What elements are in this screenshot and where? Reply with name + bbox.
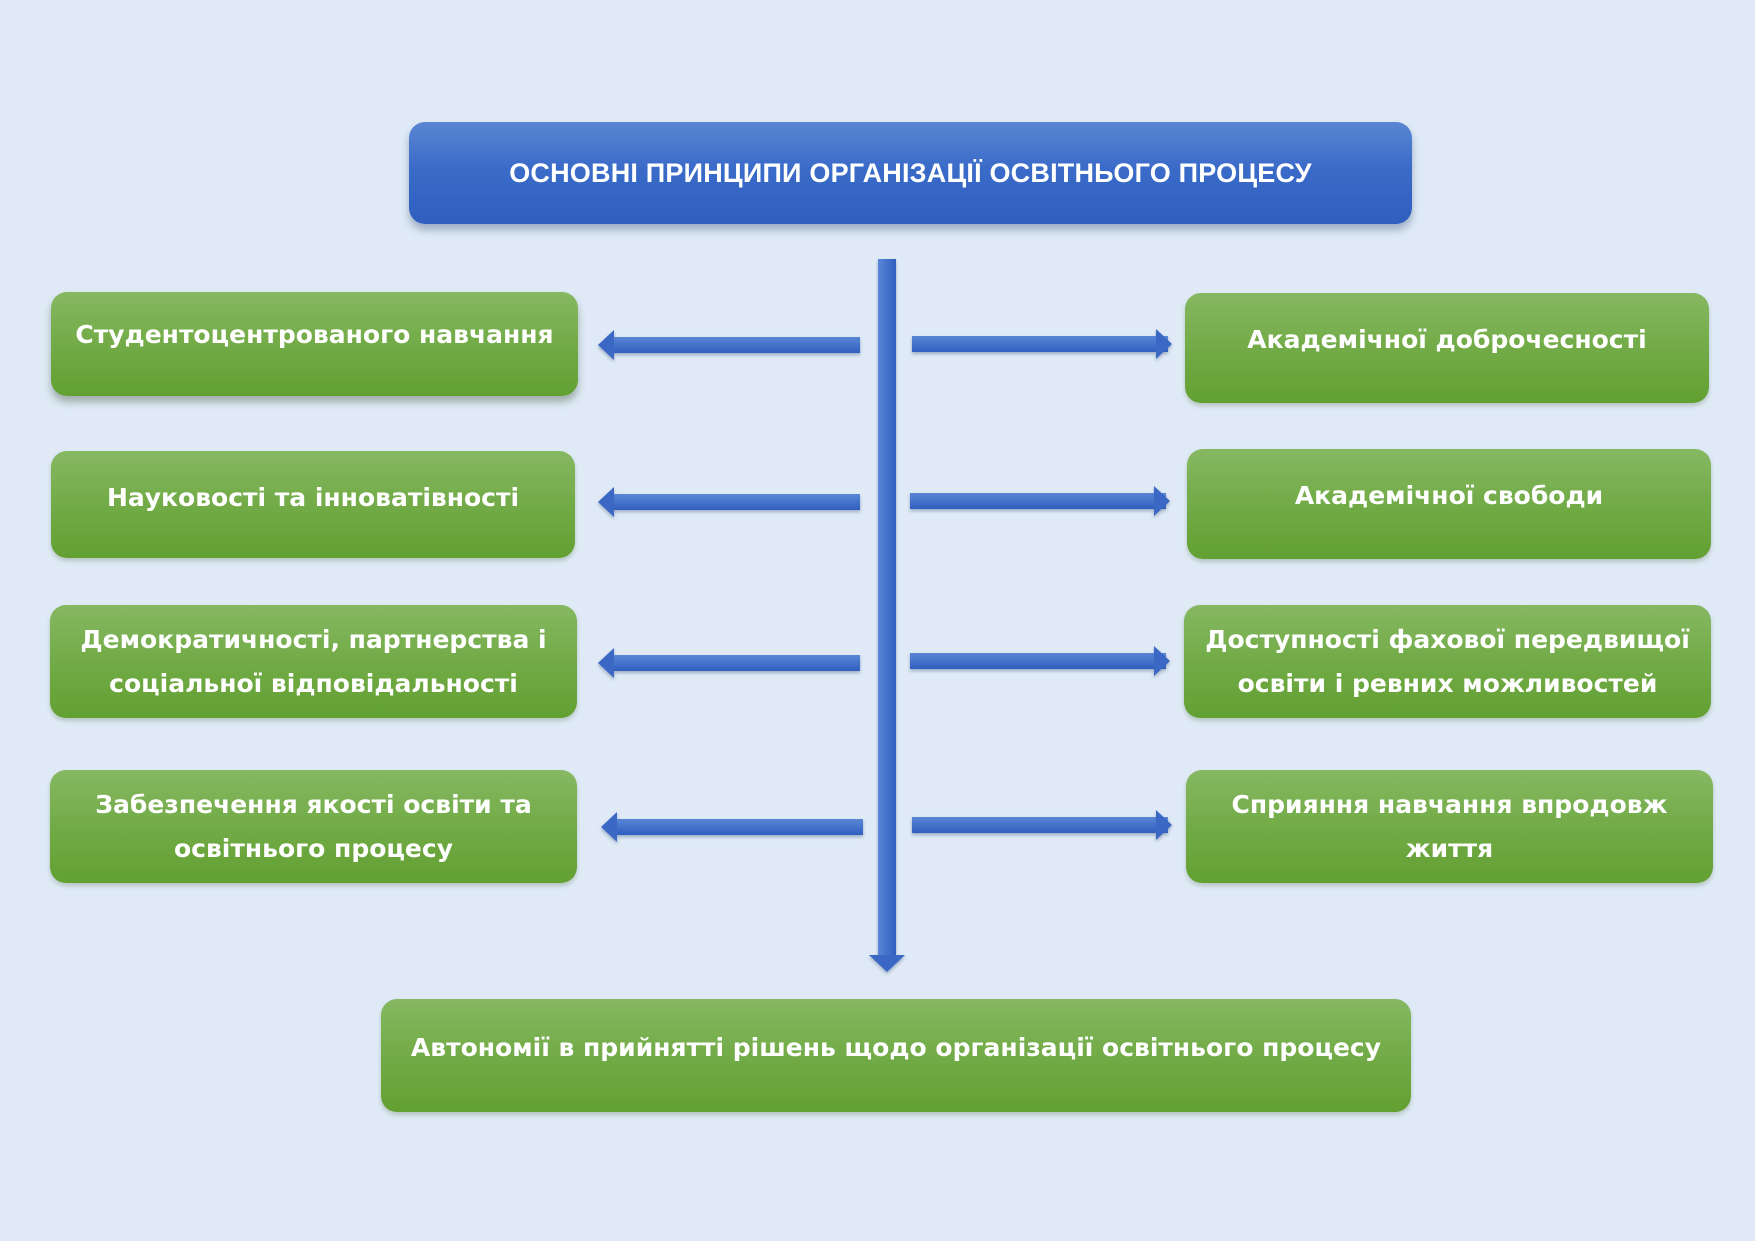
left-arrow-3 xyxy=(598,648,860,678)
vertical-arrow xyxy=(869,259,905,972)
left-arrow-2 xyxy=(598,487,860,517)
principle-label: Сприяння навчання впродовж життя xyxy=(1231,789,1668,863)
principle-box-right-3: Доступності фахової передвищої освіти і … xyxy=(1184,605,1711,718)
principle-label: Автономії в прийнятті рішень щодо органі… xyxy=(410,1032,1382,1062)
principle-label: Доступності фахової передвищої освіти і … xyxy=(1205,624,1690,698)
principle-label: Академічної доброчесності xyxy=(1247,325,1647,354)
right-arrow-3 xyxy=(910,646,1170,676)
principle-box-right-1: Академічної доброчесності xyxy=(1185,293,1709,403)
principle-box-left-4: Забезпечення якості освіти та освітнього… xyxy=(50,770,577,883)
principle-box-left-3: Демократичності, партнерства і соціально… xyxy=(50,605,577,718)
principle-label: Демократичності, партнерства і соціально… xyxy=(80,624,547,698)
principle-label: Забезпечення якості освіти та освітнього… xyxy=(95,789,532,863)
right-arrow-4 xyxy=(912,810,1172,840)
principle-label: Науковості та інноватівності xyxy=(106,482,520,512)
left-arrow-1 xyxy=(598,330,860,360)
principle-label: Студентоцентрованого навчання xyxy=(75,320,554,349)
diagram-title-box: ОСНОВНІ ПРИНЦИПИ ОРГАНІЗАЦІЇ ОСВІТНЬОГО … xyxy=(409,122,1412,224)
principle-box-left-2: Науковості та інноватівності xyxy=(51,451,575,558)
principle-box-left-1: Студентоцентрованого навчання xyxy=(51,292,578,396)
principle-label: Академічної свободи xyxy=(1294,481,1604,510)
left-arrow-4 xyxy=(601,812,863,842)
right-arrow-2 xyxy=(910,486,1170,516)
diagram-title: ОСНОВНІ ПРИНЦИПИ ОРГАНІЗАЦІЇ ОСВІТНЬОГО … xyxy=(509,157,1312,188)
principle-box-right-4: Сприяння навчання впродовж життя xyxy=(1186,770,1713,883)
principle-box-right-2: Академічної свободи xyxy=(1187,449,1711,559)
right-arrow-1 xyxy=(912,329,1172,359)
principle-box-bottom: Автономії в прийнятті рішень щодо органі… xyxy=(381,999,1411,1112)
